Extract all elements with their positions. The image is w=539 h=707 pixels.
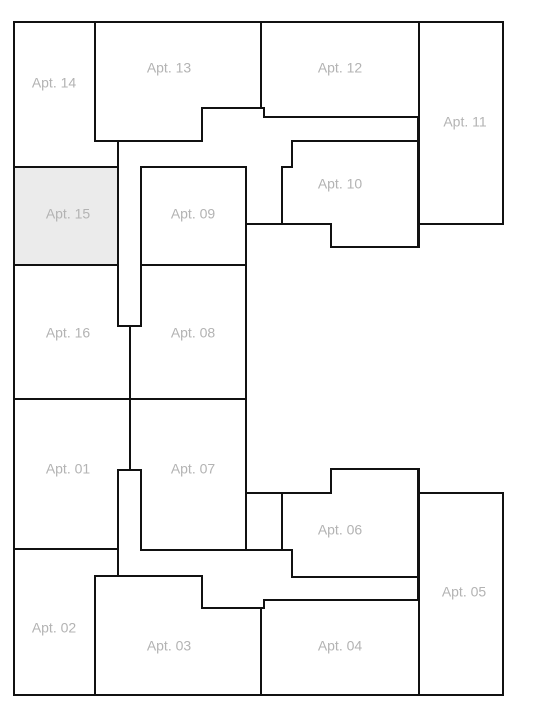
apartment-apt-05[interactable]: Apt. 05 xyxy=(418,492,504,696)
apartment-apt-03[interactable]: Apt. 03 xyxy=(94,575,262,696)
apartment-apt-01[interactable]: Apt. 01 xyxy=(13,398,131,550)
apartment-apt-15[interactable]: Apt. 15 xyxy=(13,166,119,266)
apartment-apt-16[interactable]: Apt. 16 xyxy=(13,264,131,400)
apartment-apt-10[interactable]: Apt. 10 xyxy=(281,140,419,248)
apartment-apt-11[interactable]: Apt. 11 xyxy=(418,21,504,225)
apartment-apt-06[interactable]: Apt. 06 xyxy=(281,468,419,578)
apartment-apt-07[interactable]: Apt. 07 xyxy=(129,398,247,551)
apartment-apt-09[interactable]: Apt. 09 xyxy=(140,166,247,266)
apartment-apt-12[interactable]: Apt. 12 xyxy=(260,21,420,118)
apartment-apt-04[interactable]: Apt. 04 xyxy=(260,599,420,696)
apartment-apt-08[interactable]: Apt. 08 xyxy=(129,264,247,400)
apartment-apt-13[interactable]: Apt. 13 xyxy=(94,21,262,142)
